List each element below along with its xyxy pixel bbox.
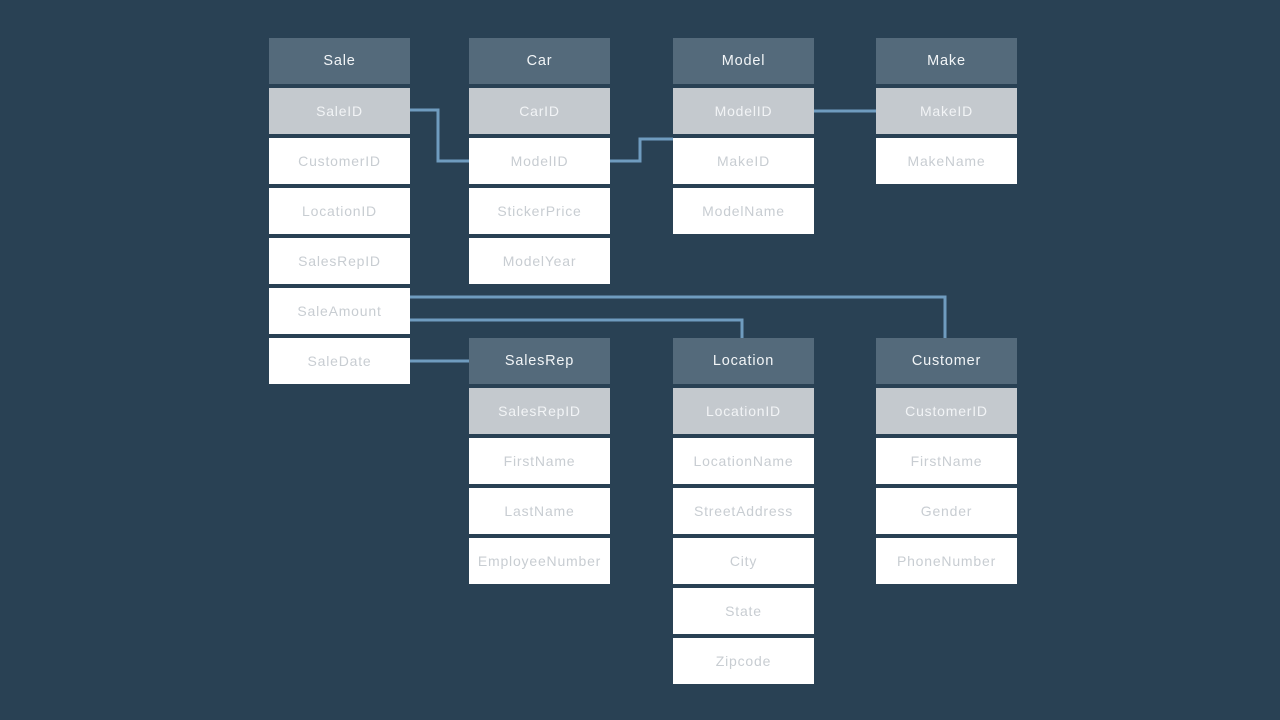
field-salesrep-employeenumber: EmployeeNumber [469, 538, 610, 584]
field-location-streetaddress: StreetAddress [673, 488, 814, 534]
connection-car-modelid-to-model [610, 137, 673, 163]
field-sale-saleamount: SaleAmount [269, 288, 410, 334]
field-location-city: City [673, 538, 814, 584]
field-car-stickerprice: StickerPrice [469, 188, 610, 234]
field-model-modelname: ModelName [673, 188, 814, 234]
field-sale-salesrepid: SalesRepID [269, 238, 410, 284]
field-sale-saledate: SaleDate [269, 338, 410, 384]
connection-sale-to-location [410, 318, 744, 338]
connection-sale-to-customer [410, 295, 947, 338]
field-car-carid: CarID [469, 88, 610, 134]
table-customer-header: Customer [876, 338, 1017, 384]
field-location-locationname: LocationName [673, 438, 814, 484]
field-model-modelid: ModelID [673, 88, 814, 134]
field-salesrep-lastname: LastName [469, 488, 610, 534]
table-location-header: Location [673, 338, 814, 384]
field-sale-saleid: SaleID [269, 88, 410, 134]
field-make-makeid: MakeID [876, 88, 1017, 134]
field-location-zipcode: Zipcode [673, 638, 814, 684]
field-customer-firstname: FirstName [876, 438, 1017, 484]
field-car-modelid: ModelID [469, 138, 610, 184]
table-model-header: Model [673, 38, 814, 84]
table-car-header: Car [469, 38, 610, 84]
field-location-locationid: LocationID [673, 388, 814, 434]
field-salesrep-firstname: FirstName [469, 438, 610, 484]
field-sale-locationid: LocationID [269, 188, 410, 234]
field-make-makename: MakeName [876, 138, 1017, 184]
connection-sale-saleid-to-car-modelid [410, 108, 469, 163]
field-location-state: State [673, 588, 814, 634]
field-model-makeid: MakeID [673, 138, 814, 184]
field-customer-phonenumber: PhoneNumber [876, 538, 1017, 584]
table-make-header: Make [876, 38, 1017, 84]
field-car-modelyear: ModelYear [469, 238, 610, 284]
table-sale-header: Sale [269, 38, 410, 84]
table-salesrep-header: SalesRep [469, 338, 610, 384]
field-customer-gender: Gender [876, 488, 1017, 534]
field-salesrep-salesrepid: SalesRepID [469, 388, 610, 434]
field-customer-customerid: CustomerID [876, 388, 1017, 434]
field-sale-customerid: CustomerID [269, 138, 410, 184]
